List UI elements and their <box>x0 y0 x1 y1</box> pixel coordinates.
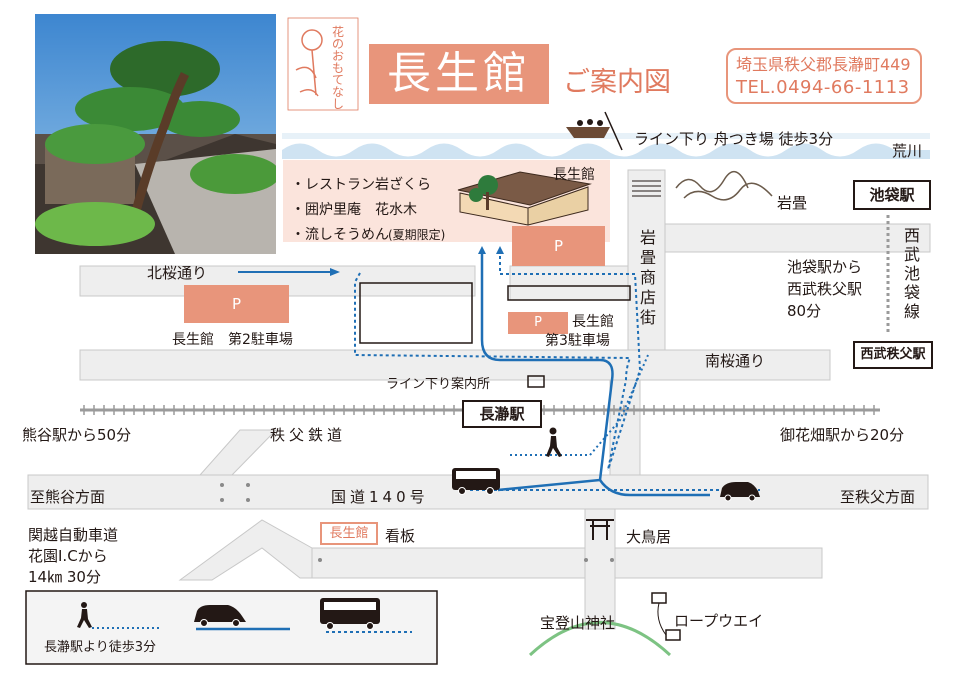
chouseikan-building-icon <box>457 171 592 226</box>
logo-text: 花のおもてなし <box>332 25 345 111</box>
shrine-road <box>584 508 616 630</box>
parking-second: P <box>184 285 289 323</box>
address-text: 埼玉県秩父郡長瀞町449 <box>736 55 911 74</box>
line-info-label: ライン下り案内所 <box>386 377 491 392</box>
tel-text: TEL.0494-66-1113 <box>736 77 910 98</box>
to-chichibu-label: 至秩父方面 <box>840 488 916 506</box>
torii-icon <box>586 519 614 540</box>
shotengai-stripes <box>632 180 661 197</box>
shotengai-label: 岩畳商店街 <box>639 228 656 327</box>
minamisakura-road <box>79 349 831 381</box>
station-label: 長瀞駅 <box>462 400 542 428</box>
bus-icon <box>452 468 500 495</box>
route140-label: 国道140号 <box>331 488 429 506</box>
kitasakura-label: 北桜通り <box>147 264 208 282</box>
seibu-line-label: 西武池袋線 <box>903 226 920 321</box>
shrine-path <box>528 621 672 657</box>
facility-item-note: (夏期限定) <box>388 228 446 242</box>
walker-icon <box>546 427 562 457</box>
highway-line-1: 関越自動車道 <box>28 526 119 544</box>
ropeway-icon <box>651 592 681 641</box>
building-label: 長生館 <box>553 167 595 183</box>
facility-item: ・流しそうめん <box>291 227 389 243</box>
page-subtitle: ご案内図 <box>563 67 671 98</box>
signboard-label: 看板 <box>385 527 416 545</box>
ryokan-photo <box>35 14 276 254</box>
car-icon <box>720 482 760 502</box>
kumagaya-time-label: 熊谷駅から50分 <box>22 426 132 444</box>
ropeway-label: ロープウエイ <box>674 612 764 630</box>
parking-second-label: 長生館 第2駐車場 <box>172 332 293 348</box>
boat-icon <box>566 111 623 151</box>
ohanabatake-time-label: 御花畑駅から20分 <box>780 426 905 444</box>
boat-landing-label: ライン下り 舟つき場 徒歩3分 <box>634 130 834 148</box>
shrine-label: 宝登山神社 <box>540 614 616 632</box>
parking-third: P <box>508 312 568 334</box>
roads <box>27 169 931 630</box>
ikebukuro-station-box: 池袋駅 <box>853 180 931 210</box>
parking-third-label-1: 長生館 <box>572 314 614 330</box>
seibu-note-3: 80分 <box>787 302 822 320</box>
parking-third-label-2: 第3駐車場 <box>545 333 610 349</box>
river <box>282 133 930 159</box>
logo-flower-icon <box>287 17 359 111</box>
iwadatami-rocks <box>675 171 773 201</box>
page-title: 長生館 <box>369 44 549 104</box>
torii-label: 大鳥居 <box>626 528 672 546</box>
facility-item: ・囲炉里庵 花水木 <box>291 202 417 218</box>
legend-walk-note: 長瀞駅より徒歩3分 <box>44 640 157 655</box>
iwadatami-label: 岩畳 <box>777 194 808 212</box>
parking-main: P <box>512 226 605 266</box>
address-box: 埼玉県秩父郡長瀞町449 TEL.0494-66-1113 <box>726 48 922 104</box>
route140-road <box>27 474 929 510</box>
highway-line-3: 14㎞ 30分 <box>28 568 101 586</box>
legend-box <box>25 590 438 665</box>
blocks <box>359 282 631 388</box>
shotengai-road <box>627 169 666 351</box>
signboard: 長生館 <box>320 522 378 545</box>
seibu-chichibu-station-box: 西武秩父駅 <box>853 341 933 369</box>
seibu-note-1: 池袋駅から <box>787 258 863 276</box>
minamisakura-label: 南桜通り <box>705 352 766 370</box>
facility-item: ・レストラン岩ざくら <box>291 177 431 193</box>
intersection-dots <box>220 483 614 562</box>
seibu-note-2: 西武秩父駅 <box>787 280 863 298</box>
highway-line-2: 花園I.Cから <box>28 547 108 565</box>
river-name: 荒川 <box>892 142 923 160</box>
to-kumagaya-label: 至熊谷方面 <box>30 488 106 506</box>
railway-label: 秩父鉄道 <box>270 426 347 444</box>
routes <box>238 246 760 497</box>
